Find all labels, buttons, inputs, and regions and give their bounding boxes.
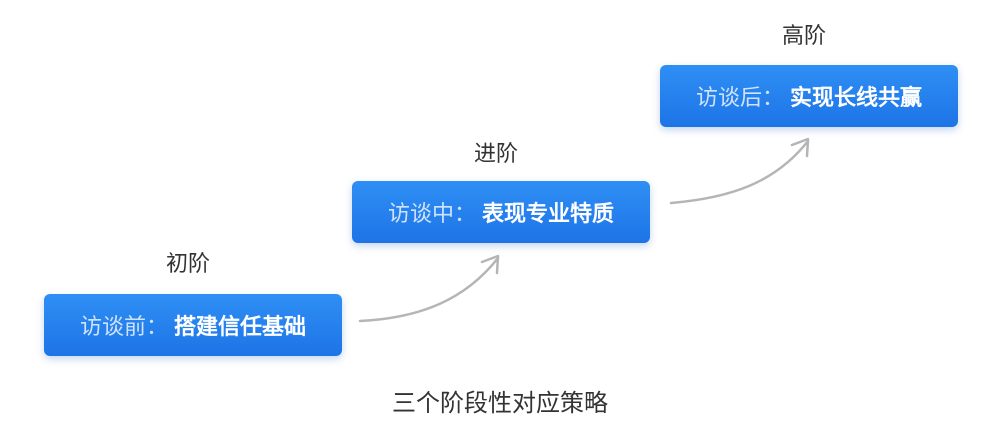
stage-box-1: 访谈前： 搭建信任基础 [44,294,342,356]
arrowhead-stage3 [790,137,810,158]
stage-box-2: 访谈中： 表现专业特质 [352,181,650,243]
arrowhead-stage2 [480,254,500,275]
stage-box-prefix: 访谈前： [79,315,168,340]
diagram-caption: 三个阶段性对应策略 [392,389,608,417]
stage-box-strategy: 表现专业特质 [482,202,615,227]
stage-level-label-3: 高阶 [782,24,827,49]
arrow-stage2-to-stage3 [669,139,810,205]
arrow-stage1-to-stage2 [358,256,500,323]
stage-level-label-2: 进阶 [474,142,519,167]
stage-level-label-1: 初阶 [166,252,211,277]
stage-box-3: 访谈后： 实现长线共赢 [660,65,958,127]
stage-box-prefix: 访谈后： [695,86,784,111]
stage-box-strategy: 搭建信任基础 [174,315,307,340]
stage-box-strategy: 实现长线共赢 [790,86,923,111]
stage-box-prefix: 访谈中： [387,202,476,227]
